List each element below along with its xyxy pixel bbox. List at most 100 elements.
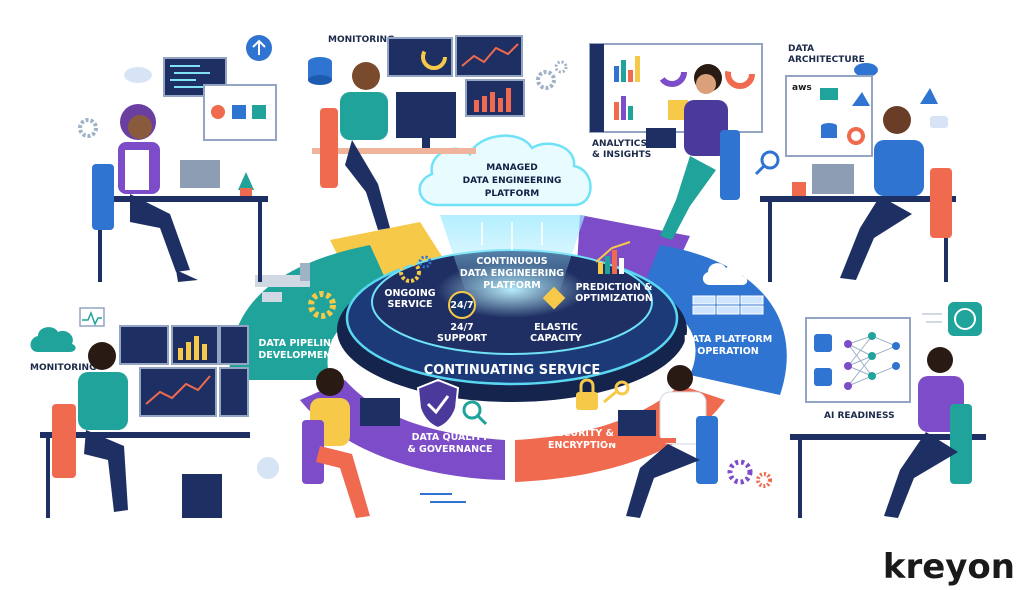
gear-icon <box>308 291 336 319</box>
operation-label-line2: OPERATION <box>697 346 759 357</box>
operation-label-line1: DATA PLATFORM <box>684 334 772 345</box>
person-avatar <box>927 347 953 373</box>
station-left-monitoring: MONITORING <box>30 307 279 518</box>
segment-data-platform <box>640 245 787 395</box>
person-avatar <box>88 342 116 370</box>
cube-icon <box>542 286 566 310</box>
person-legs <box>84 430 128 512</box>
quality-label-line2: & GOVERNANCE <box>407 444 492 455</box>
cloud-icon <box>854 63 878 77</box>
analytics-label-line1: ANALYTICS <box>592 139 647 149</box>
person-avatar <box>316 368 344 396</box>
support-label-line1: 24/7 <box>450 322 473 333</box>
person-body <box>684 100 728 156</box>
analytics-label-line2: & INSIGHTS <box>592 150 651 160</box>
person-body <box>340 92 388 140</box>
chair <box>720 130 740 200</box>
gear-icon <box>399 261 421 283</box>
cloud-title-line2: DATA ENGINEERING <box>463 176 562 186</box>
cloud-title-line3: PLATFORM <box>485 189 539 199</box>
person-legs <box>660 156 716 240</box>
azure-icon <box>852 92 870 106</box>
database-icon <box>308 57 332 85</box>
segment-operation-content: DATA PLATFORM OPERATION <box>684 263 772 357</box>
monitoring-left-label: MONITORING <box>30 363 96 373</box>
support-label-line2: SUPPORT <box>437 333 487 344</box>
support-badge: 24/7 <box>450 300 473 311</box>
chat-bubble-icon <box>930 116 948 128</box>
segment-data-pipeline <box>229 245 395 380</box>
person-legs <box>840 196 912 280</box>
gauge-monitor <box>387 37 453 77</box>
desk <box>92 196 268 202</box>
kreyon-logo: kreyon <box>883 547 1015 587</box>
gear-icon-small <box>554 60 568 74</box>
ring-label: CONTINUATING SERVICE <box>424 363 601 378</box>
person-avatar <box>883 106 911 134</box>
security-label-line2: ENCRYPTION <box>548 440 616 451</box>
station-architecture: DATA ARCHITECTURE aws <box>754 44 956 282</box>
chair <box>696 416 718 484</box>
center-title-line1: CONTINUOUS <box>476 256 547 267</box>
ongoing-label-line2: SERVICE <box>388 299 433 310</box>
menu-lines-icon <box>922 313 942 323</box>
elastic-label-line1: ELASTIC <box>534 322 578 333</box>
monitor-c <box>219 325 249 365</box>
architecture-label-line1: DATA <box>788 44 814 54</box>
security-label-line1: SECURITY & <box>550 428 614 439</box>
desk <box>760 196 956 202</box>
laptop <box>360 398 400 426</box>
station-top-monitoring: MONITORING <box>308 35 568 230</box>
pipeline-label-line2: DEVELOPMENT <box>258 350 338 361</box>
server-rack-icon <box>692 295 764 315</box>
item-support: 24/7 24/7 SUPPORT <box>437 291 487 344</box>
prediction-label-line2: OPTIMIZATION <box>575 293 653 304</box>
prediction-label-line1: PREDICTION & <box>576 282 653 293</box>
ai-readiness-label: AI READINESS <box>824 411 895 421</box>
pinwheel-icon <box>211 105 225 119</box>
person-legs <box>316 446 370 518</box>
plant-icon <box>238 172 254 190</box>
mug <box>792 182 806 196</box>
neural-network-board <box>805 317 911 403</box>
cloud-icon <box>124 67 152 83</box>
desk <box>790 434 986 440</box>
item-ongoing-service: ONGOING SERVICE <box>384 255 436 310</box>
gear-icon <box>78 118 98 138</box>
pipeline-label-line1: DATA PIPELINE <box>259 338 338 349</box>
pc-tower <box>182 474 222 518</box>
gear-icon-small <box>418 255 432 269</box>
ongoing-label-line1: ONGOING <box>384 288 435 299</box>
chair <box>950 404 972 484</box>
chair <box>92 164 114 230</box>
cloud-logo-icon <box>847 127 865 145</box>
person-avatar <box>352 62 380 90</box>
monitor-d <box>219 367 249 417</box>
network-nodes <box>844 332 900 390</box>
chair <box>320 108 338 188</box>
item-prediction: PREDICTION & OPTIMIZATION <box>575 241 653 304</box>
beam-arrows <box>481 222 543 250</box>
segment-quality-content: DATA QUALITY & GOVERNANCE <box>407 378 493 455</box>
tablet <box>646 128 676 148</box>
chair <box>302 420 324 484</box>
code-dashes <box>420 493 466 503</box>
person-body <box>78 372 128 430</box>
magnifier-icon <box>760 150 780 170</box>
magnifier-icon <box>462 400 482 420</box>
padlock-icon <box>576 392 598 410</box>
person-legs <box>626 444 700 518</box>
folder-icon <box>820 88 838 100</box>
monitor-a <box>119 325 169 365</box>
database-icon <box>821 123 837 138</box>
segment-security-content: SECURITY & ENCRYPTION <box>548 378 630 451</box>
station-quality-worker <box>302 368 466 518</box>
key-icon <box>614 380 630 396</box>
segment-pipeline-content: DATA PIPELINE DEVELOPMENT <box>255 263 338 361</box>
refresh-cloud-icon <box>257 457 279 479</box>
hub-beam <box>440 215 585 290</box>
laptop <box>180 160 220 188</box>
station-analytics: ANALYTICS & INSIGHTS <box>589 43 763 240</box>
desk <box>312 148 476 154</box>
